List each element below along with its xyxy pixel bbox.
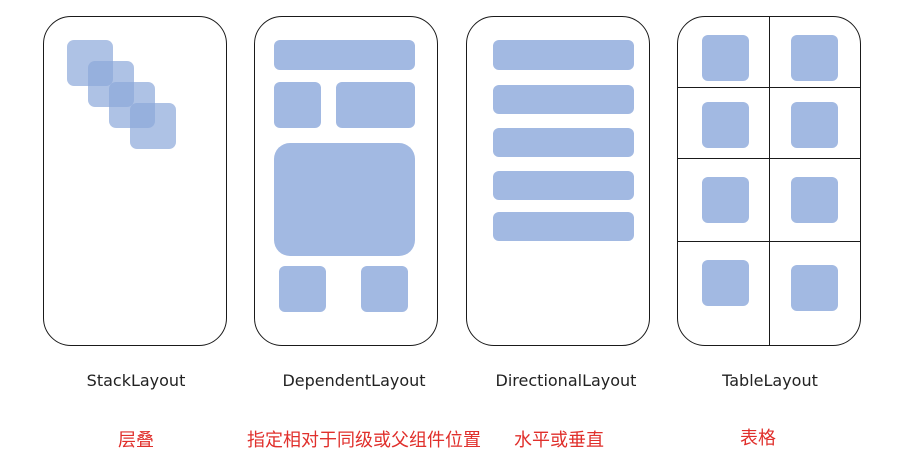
stack-layout-label: StackLayout [86, 371, 186, 390]
dependent-main-block [274, 143, 415, 256]
stack-layout-frame [43, 16, 227, 346]
dependent-layout-frame [254, 16, 438, 346]
table-vertical-divider [769, 17, 771, 345]
table-cell-2-2 [791, 102, 838, 148]
directional-layout-description: 水平或垂直 [514, 430, 604, 451]
table-row-divider-3 [678, 241, 860, 243]
dependent-bottom-right-block [361, 266, 408, 312]
dependent-right-block [336, 82, 415, 128]
stack-item-4 [130, 103, 176, 149]
directional-layout-frame [466, 16, 650, 346]
table-layout-description: 表格 [740, 428, 776, 449]
table-row-divider-1 [678, 87, 860, 89]
dependent-layout-description: 指定相对于同级或父组件位置 [247, 430, 481, 451]
directional-bar-1 [493, 40, 634, 70]
table-cell-4-1 [702, 260, 749, 306]
table-cell-3-1 [702, 177, 749, 223]
directional-bar-2 [493, 85, 634, 114]
directional-bar-5 [493, 212, 634, 241]
table-cell-4-2 [791, 265, 838, 311]
table-cell-1-1 [702, 35, 749, 81]
table-layout-label: TableLayout [722, 371, 818, 390]
table-cell-3-2 [791, 177, 838, 223]
dependent-top-bar [274, 40, 415, 70]
dependent-left-block [274, 82, 321, 128]
dependent-layout-label: DependentLayout [282, 371, 426, 390]
directional-bar-4 [493, 171, 634, 200]
table-layout-frame [677, 16, 861, 346]
table-cell-1-2 [791, 35, 838, 81]
dependent-bottom-left-block [279, 266, 326, 312]
table-row-divider-2 [678, 158, 860, 160]
directional-bar-3 [493, 128, 634, 157]
table-cell-2-1 [702, 102, 749, 148]
stack-layout-description: 层叠 [118, 430, 154, 451]
directional-layout-label: DirectionalLayout [495, 371, 637, 390]
